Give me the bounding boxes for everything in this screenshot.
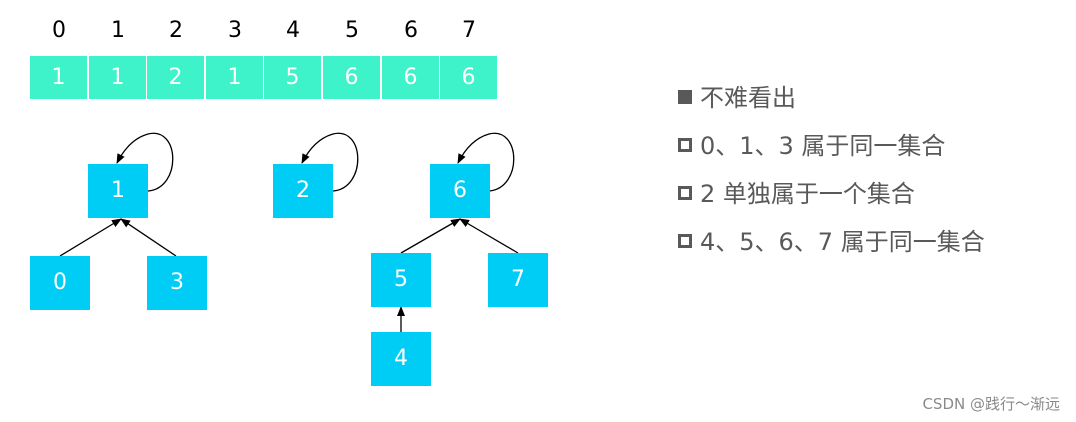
tree-node-1: 1 bbox=[88, 164, 148, 218]
note-item: 2 单独属于一个集合 bbox=[678, 176, 1058, 224]
tree-node-0: 0 bbox=[30, 256, 90, 310]
tree-node-5: 5 bbox=[371, 253, 431, 307]
array-index: 7 bbox=[462, 18, 476, 43]
array-index: 5 bbox=[345, 18, 359, 43]
array-index: 6 bbox=[404, 18, 418, 43]
tree-node-4: 4 bbox=[371, 332, 431, 386]
note-item: 0、1、3 属于同一集合 bbox=[678, 128, 1058, 176]
note-text: 2 单独属于一个集合 bbox=[700, 180, 915, 208]
array-index: 1 bbox=[111, 18, 125, 43]
self-loop-2 bbox=[301, 132, 359, 192]
note-item: 不难看出 bbox=[678, 80, 1058, 128]
self-loop-1 bbox=[116, 132, 174, 192]
tree-node-3: 3 bbox=[147, 256, 207, 310]
note-text: 4、5、6、7 属于同一集合 bbox=[700, 228, 985, 256]
self-loop-6 bbox=[457, 132, 515, 192]
notes-list: 不难看出 0、1、3 属于同一集合 2 单独属于一个集合 4、5、6、7 属于同… bbox=[678, 80, 1058, 272]
tree-node-2: 2 bbox=[273, 164, 333, 218]
watermark: CSDN @践行～渐远 bbox=[922, 395, 1060, 413]
array-index: 4 bbox=[286, 18, 300, 43]
hollow-square-bullet-icon bbox=[678, 186, 692, 200]
array-index: 2 bbox=[169, 18, 183, 43]
array-cell: 6 bbox=[323, 56, 381, 99]
array-cell: 1 bbox=[206, 56, 264, 99]
array-index: 3 bbox=[228, 18, 242, 43]
note-item: 4、5、6、7 属于同一集合 bbox=[678, 224, 1058, 272]
tree-node-7: 7 bbox=[488, 253, 548, 307]
tree-node-6: 6 bbox=[430, 164, 490, 218]
hollow-square-bullet-icon bbox=[678, 138, 692, 152]
array-cell: 6 bbox=[440, 56, 498, 99]
array-cell: 5 bbox=[264, 56, 322, 99]
array-cell: 2 bbox=[147, 56, 205, 99]
filled-square-bullet-icon bbox=[678, 90, 692, 104]
array-cell: 6 bbox=[382, 56, 440, 99]
edge-7-to-6 bbox=[459, 218, 519, 254]
edge-0-to-1 bbox=[59, 218, 122, 257]
array-index: 0 bbox=[52, 18, 66, 43]
edge-5-to-6 bbox=[400, 218, 461, 254]
hollow-square-bullet-icon bbox=[678, 234, 692, 248]
edge-3-to-1 bbox=[120, 218, 177, 257]
note-text: 不难看出 bbox=[700, 84, 796, 112]
array-cell: 1 bbox=[30, 56, 88, 99]
array-cell: 1 bbox=[89, 56, 147, 99]
note-text: 0、1、3 属于同一集合 bbox=[700, 132, 946, 160]
